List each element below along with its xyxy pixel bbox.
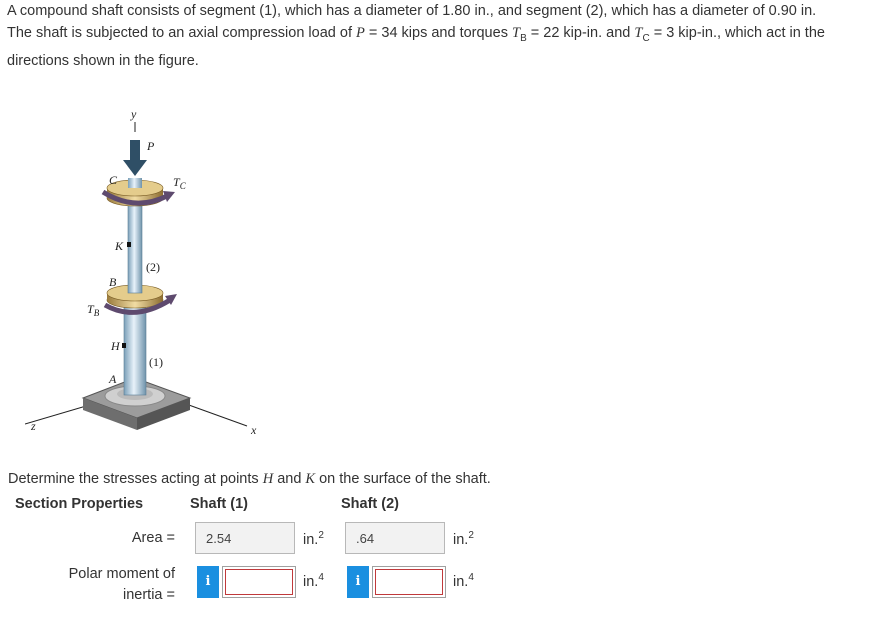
label-x: x <box>250 423 257 437</box>
determine-text: Determine the stresses acting at points … <box>8 471 491 487</box>
segment-1 <box>123 304 147 396</box>
label-P: P <box>146 139 155 153</box>
label-TC: TC <box>173 175 187 191</box>
problem-line-1: A compound shaft consists of segment (1)… <box>7 3 817 19</box>
label-segment-2: (2) <box>146 260 160 274</box>
polar-shaft2-input[interactable] <box>372 566 446 598</box>
label-C: C <box>109 173 118 187</box>
area-shaft2-unit: in.2 <box>453 530 474 548</box>
shaft1-header: Shaft (1) <box>190 496 248 512</box>
torque-TC-arrow <box>101 189 169 206</box>
shaft-figure: y P C TC K B TB H A z x (2) (1) <box>25 107 257 437</box>
area-shaft1-input[interactable]: 2.54 <box>195 522 295 554</box>
load-P-arrow <box>130 140 140 162</box>
area-label: Area = <box>131 530 175 546</box>
point-K-marker <box>127 242 131 247</box>
point-H-marker <box>122 343 126 348</box>
info-icon-shaft1[interactable]: i <box>197 566 219 598</box>
label-K: K <box>114 239 124 253</box>
label-y: y <box>130 107 137 121</box>
area-shaft1-unit: in.2 <box>303 530 324 548</box>
label-TB: TB <box>87 302 100 318</box>
polar-shaft1-unit: in.4 <box>303 572 324 590</box>
label-H: H <box>110 339 121 353</box>
label-A: A <box>108 372 117 386</box>
section-properties-header: Section Properties <box>15 496 144 512</box>
shaft2-header: Shaft (2) <box>341 496 399 512</box>
torque-TB-arrow <box>103 297 172 315</box>
polar-shaft2-unit: in.4 <box>453 572 474 590</box>
polar-moment-label: Polar moment of inertia = <box>68 566 175 603</box>
area-shaft2-input[interactable]: .64 <box>345 522 445 554</box>
problem-line-2: The shaft is subjected to an axial compr… <box>7 25 825 44</box>
problem-line-3: directions shown in the figure. <box>7 52 199 69</box>
label-B: B <box>109 275 117 289</box>
polar-shaft1-input[interactable] <box>222 566 296 598</box>
problem-statement: A compound shaft consists of segment (1)… <box>7 0 875 72</box>
label-segment-1: (1) <box>149 355 163 369</box>
label-z: z <box>30 419 36 433</box>
info-icon-shaft2[interactable]: i <box>347 566 369 598</box>
